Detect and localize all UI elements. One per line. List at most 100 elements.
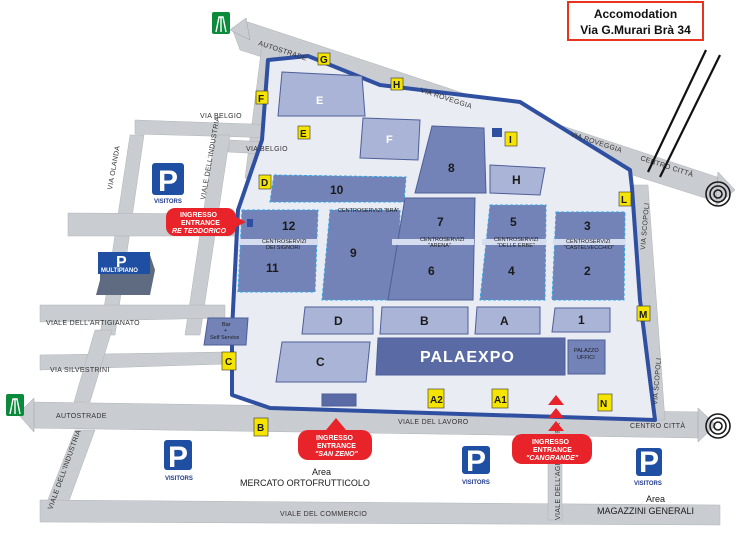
gate-L: L xyxy=(618,191,632,207)
svg-text:B: B xyxy=(257,423,264,434)
centro-label-castel-2: "CASTELVECCHIO" xyxy=(564,245,614,251)
parking-top-left: P VISITORS xyxy=(152,163,184,205)
gate-B: B xyxy=(253,417,269,437)
centro-label-erbe-2: "DELLE ERBE" xyxy=(497,243,535,249)
hall-label-H: H xyxy=(512,173,521,187)
multipiano-label: MULTIPIANO xyxy=(101,268,138,274)
gate-A2: A2 xyxy=(427,388,445,409)
svg-text:VISITORS: VISITORS xyxy=(634,481,662,487)
gates: G H I F E D L M C B A2 A1 N xyxy=(221,52,651,437)
parking-multipiano: P MULTIPIANO xyxy=(96,252,155,295)
hall-label-1: 1 xyxy=(578,313,585,327)
svg-text:H: H xyxy=(393,80,400,91)
hall-5-4-block xyxy=(479,204,547,301)
small-building-south xyxy=(321,393,357,407)
area-mercato-2: MERCATO ORTOFRUTTICOLO xyxy=(240,478,370,488)
svg-text:INGRESSO: INGRESSO xyxy=(180,212,218,219)
street-via-belgio-2: VIA BELGIO xyxy=(246,146,288,153)
area-magazzini-2: MAGAZZINI GENERALI xyxy=(597,506,694,516)
centro-label-arena-2: "ARENA" xyxy=(428,243,451,249)
hall-7-6-block xyxy=(387,197,476,301)
hall-F xyxy=(359,117,421,161)
arrow-centro-citta-bottom xyxy=(697,407,717,443)
street-via-scopoli-2: VIA SCOPOLI xyxy=(652,357,663,405)
svg-text:"CANGRANDE": "CANGRANDE" xyxy=(526,455,579,462)
svg-text:E: E xyxy=(300,129,307,140)
hall-label-C: C xyxy=(316,355,325,369)
hall-label-B: B xyxy=(420,314,429,328)
area-mercato-1: Area xyxy=(312,467,331,477)
entrance-san-zeno: INGRESSO ENTRANCE "SAN ZENO" xyxy=(298,418,372,460)
hall-label-5: 5 xyxy=(510,215,517,229)
palazzo-uffici-label-2: UFFICI xyxy=(577,355,595,361)
hall-label-10: 10 xyxy=(330,183,344,197)
svg-text:ENTRANCE: ENTRANCE xyxy=(317,443,356,450)
street-viale-agricoltura: VIALE DELL'AGRICOLTURA xyxy=(555,423,562,520)
hall-palaexpo xyxy=(375,337,566,376)
parking-visitors: VISITORS xyxy=(154,199,182,205)
hall-label-2: 2 xyxy=(584,264,591,278)
palazzo-uffici-label-1: PALAZZO xyxy=(574,348,599,354)
svg-text:INGRESSO: INGRESSO xyxy=(532,439,570,446)
hall-H xyxy=(489,164,546,196)
gate-H: H xyxy=(390,77,404,91)
bar-label-1: Bar xyxy=(222,322,231,328)
city-center-target-top xyxy=(705,181,731,207)
gate-I: I xyxy=(504,131,518,147)
street-via-scopoli-1: VIA SCOPOLI xyxy=(640,202,651,250)
hall-B xyxy=(379,306,469,335)
hall-1 xyxy=(551,307,611,333)
bar-label-3: Self Service xyxy=(210,335,239,341)
svg-text:C: C xyxy=(225,357,232,368)
gate-E: E xyxy=(297,125,311,140)
hall-label-D: D xyxy=(334,314,343,328)
street-via-olanda: VIA OLANDA xyxy=(107,145,122,190)
halls xyxy=(203,71,626,407)
centro-label-castel-1: CENTROSERVIZI xyxy=(566,239,611,245)
small-marker-west xyxy=(247,219,253,227)
gate-A1: A1 xyxy=(491,388,509,409)
svg-text:VISITORS: VISITORS xyxy=(165,476,193,482)
hall-12-11-block xyxy=(237,209,319,293)
svg-text:M: M xyxy=(639,310,647,321)
accommodation-line2: Via G.Murari Brà 34 xyxy=(580,23,691,37)
hall-label-12: 12 xyxy=(282,219,296,233)
arrow-autostrade-top xyxy=(229,17,251,41)
hall-label-A: A xyxy=(500,314,509,328)
palazzo-uffici xyxy=(567,339,606,375)
motorway-sign-top xyxy=(212,12,230,34)
hall-label-11: 11 xyxy=(266,261,279,275)
parking-p: P xyxy=(158,165,178,198)
entrance-re-teodorico: INGRESSO ENTRANCE RE TEODORICO xyxy=(166,208,246,236)
hall-9 xyxy=(321,209,401,301)
area-magazzini-1: Area xyxy=(646,494,665,504)
svg-text:P: P xyxy=(466,445,486,478)
parking-bottom-right: P VISITORS xyxy=(634,446,662,487)
hall-label-8: 8 xyxy=(448,161,455,175)
road-left-vertical xyxy=(73,329,113,403)
parking-bottom-mid: P VISITORS xyxy=(462,445,490,486)
hall-label-9: 9 xyxy=(350,246,357,260)
arrow-centro-citta-top xyxy=(715,171,736,207)
gate-M: M xyxy=(636,305,651,322)
street-viale-artigianato: VIALE DELL'ARTIGIANATO xyxy=(46,320,140,327)
hall-label-F: F xyxy=(386,134,393,146)
accommodation-box: Accomodation Via G.Murari Brà 34 xyxy=(567,1,704,41)
svg-text:G: G xyxy=(320,55,328,66)
hall-A xyxy=(474,306,541,335)
street-via-belgio-1: VIA BELGIO xyxy=(200,113,242,120)
hall-E xyxy=(277,71,366,117)
svg-text:INGRESSO: INGRESSO xyxy=(316,435,354,442)
entrance-cangrande: INGRESSO ENTRANCE "CANGRANDE" xyxy=(512,395,592,464)
centro-label-signori-2: DEI SIGNORI xyxy=(266,245,300,251)
svg-text:ENTRANCE: ENTRANCE xyxy=(533,447,572,454)
hall-labels: E F 8 H 10 CENTROSERVIZI "BRÀ" 12 CENTRO… xyxy=(210,95,614,369)
arrow-autostrade-bottom xyxy=(17,397,35,433)
accommodation-line1: Accomodation xyxy=(593,7,678,21)
svg-text:A1: A1 xyxy=(494,395,507,406)
hall-D xyxy=(301,306,374,335)
parking-bottom-left: P VISITORS xyxy=(164,440,193,482)
svg-text:I: I xyxy=(509,135,512,146)
multipiano-p: P xyxy=(116,254,127,271)
accommodation-pointer xyxy=(647,49,721,178)
